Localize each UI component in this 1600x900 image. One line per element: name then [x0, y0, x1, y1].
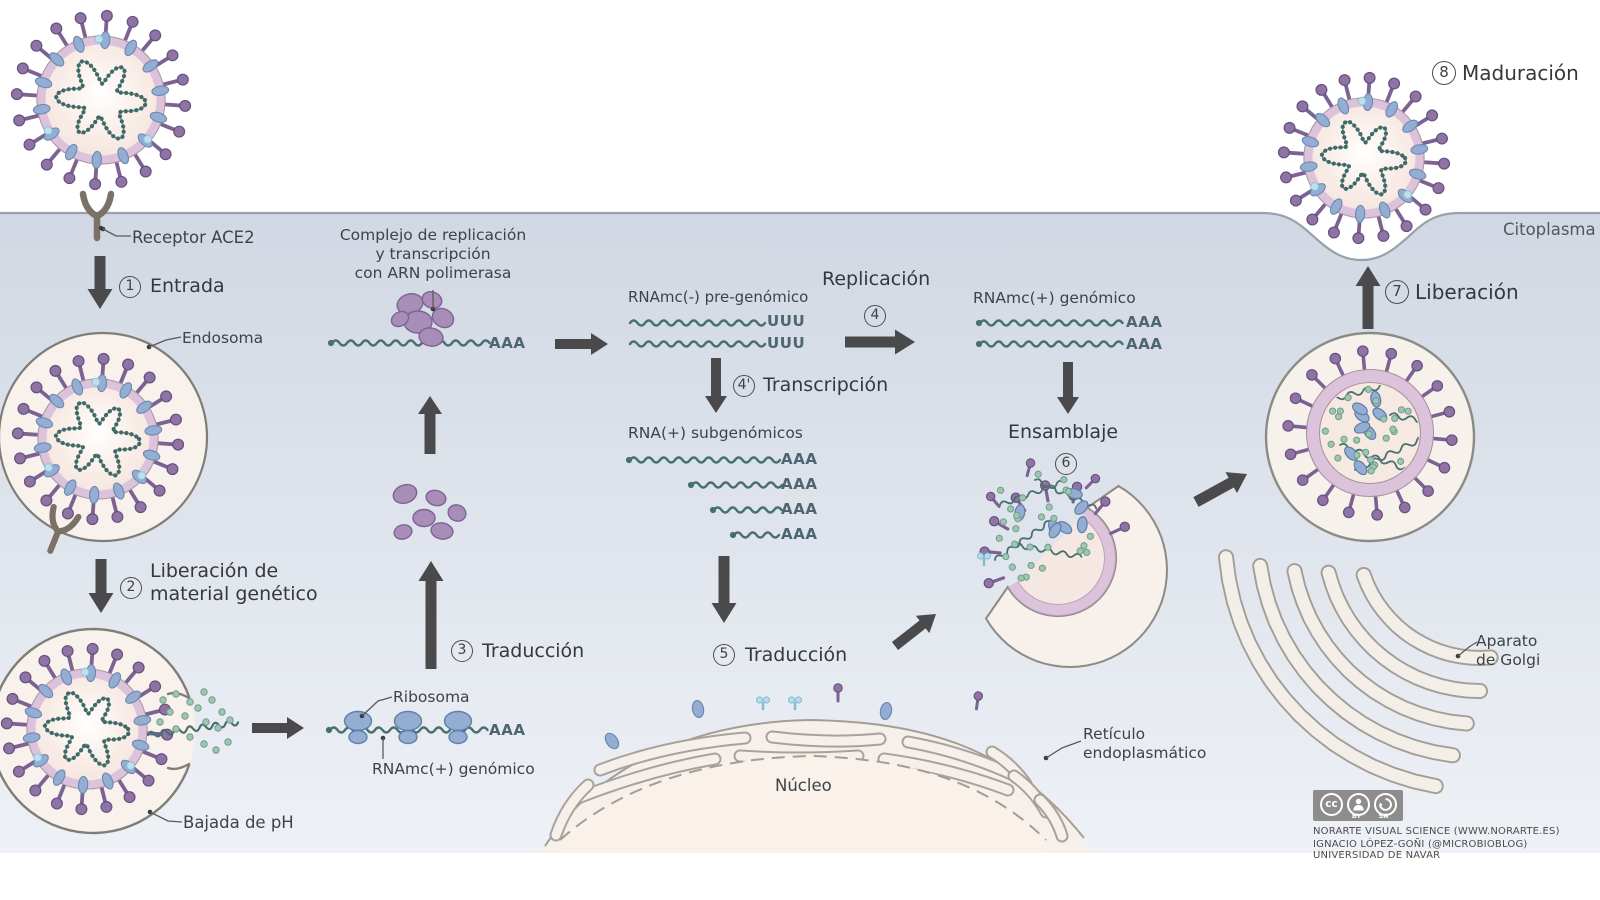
assembly-budding [979, 480, 1169, 669]
credit-line-2: IGNACIO LÓPEZ-GOÑI (@MICROBIOBLOG) UNIVE… [1313, 839, 1528, 861]
genomic-rna-label: RNAmc(+) genómico [973, 289, 1136, 307]
share-alike-icon [1374, 793, 1397, 816]
poly-u-tag-2: UUU [767, 334, 806, 352]
golgi-label-line1: Aparato [1476, 632, 1538, 650]
cc-license-badge: cc BY SA [1313, 790, 1403, 821]
virion-extracellular [10, 9, 192, 191]
cc-icon: cc [1320, 793, 1343, 816]
replication-complex-line3: con ARN polimerasa [354, 263, 512, 282]
poly-a-tag-sub-2: AAA [781, 475, 818, 493]
credit-line-1: NORARTE VISUAL SCIENCE (WWW.NORARTE.ES) [1313, 826, 1560, 837]
step-5-badge: 5 [713, 644, 735, 666]
virion-exiting [1277, 71, 1451, 245]
genomic-rna-translation-label: RNAmc(+) genómico [372, 760, 535, 778]
poly-a-tag-sub-4: AAA [781, 525, 818, 543]
poly-a-tag-genomic-2: AAA [1126, 335, 1163, 353]
step-4b-badge: 4' [733, 375, 755, 397]
endosome [0, 331, 209, 554]
step-7-badge: 7 [1385, 280, 1409, 304]
er-label-line1: Retículo [1083, 725, 1146, 743]
golgi-label: Aparato de Golgi [1476, 632, 1540, 670]
released-rna [146, 688, 240, 754]
virion-in-endosome [11, 352, 185, 526]
endosome-acidified [0, 627, 195, 835]
poly-u-tag-1: UUU [767, 312, 806, 330]
step-1-label: Entrada [150, 275, 225, 297]
leader-lines [100, 226, 1478, 823]
pre-genomic-rna [628, 319, 767, 348]
poly-a-tag-polymerase: AAA [489, 334, 526, 352]
er-membrane-proteins [604, 683, 984, 750]
step-1-badge: 1 [119, 276, 141, 298]
step-2-label: Liberación de material genético [150, 560, 318, 606]
golgi-apparatus [1218, 549, 1499, 795]
step-6-label: Ensamblaje [1008, 421, 1119, 443]
poly-a-tag-sub-1: AAA [781, 450, 818, 468]
pre-genomic-rna-label: RNAmc(-) pre-genómico [628, 288, 809, 306]
subgenomic-rna [625, 456, 784, 539]
replication-complex-line1: Complejo de replicación [339, 226, 527, 244]
process-arrows [87, 256, 1381, 739]
step-3-badge: 3 [451, 640, 473, 662]
genomic-rna [975, 319, 1124, 348]
step-4b-label: Transcripción [763, 374, 889, 396]
step-6-badge: 6 [1055, 453, 1077, 475]
golgi-label-line2: de Golgi [1476, 650, 1541, 669]
step-5-label: Traducción [745, 644, 848, 666]
step-2-badge: 2 [120, 577, 142, 599]
step-7-label: Liberación [1415, 280, 1519, 304]
virion-in-vesicle-content [1321, 384, 1419, 477]
poly-a-tag-ribosome: AAA [489, 721, 526, 739]
attribution-person-icon [1347, 793, 1370, 816]
replication-complex-line2: y transcripción [375, 244, 491, 263]
cc-sa-label: SA [1378, 812, 1389, 820]
poly-a-tag-genomic-1: AAA [1126, 313, 1163, 331]
er-label: Retículo endoplasmático [1083, 725, 1206, 763]
ph-drop-label: Bajada de pH [183, 813, 294, 832]
assembly-cloud [977, 458, 1101, 582]
step-8-label: Maduración [1462, 61, 1579, 85]
receptor-ace2 [79, 190, 115, 242]
receptor-ace2-label: Receptor ACE2 [132, 228, 255, 247]
ribosome-translation [325, 710, 489, 745]
virion-in-vesicle [1264, 331, 1476, 543]
er-label-line2: endoplasmático [1083, 743, 1207, 762]
poly-a-tag-sub-3: AAA [781, 500, 818, 518]
endosome-label: Endosoma [182, 329, 264, 347]
subgenomic-rna-label: RNA(+) subgenómicos [628, 424, 803, 442]
replication-complex [327, 291, 491, 347]
nsp-proteins [392, 483, 467, 540]
nucleus-label: Núcleo [775, 776, 832, 795]
nucleus [559, 754, 1047, 853]
replication-complex-label: Complejo de replicación y transcripción … [333, 226, 533, 283]
cytoplasm-label: Citoplasma [1503, 220, 1596, 239]
step-4-label: Replicación [822, 268, 931, 290]
step-4-badge: 4 [864, 305, 886, 327]
step-8-badge: 8 [1432, 61, 1456, 85]
step-3-label: Traducción [482, 640, 585, 662]
ribosome-label: Ribosoma [393, 688, 470, 706]
cc-by-label: BY [1351, 812, 1362, 820]
cell-membrane [0, 211, 1600, 853]
